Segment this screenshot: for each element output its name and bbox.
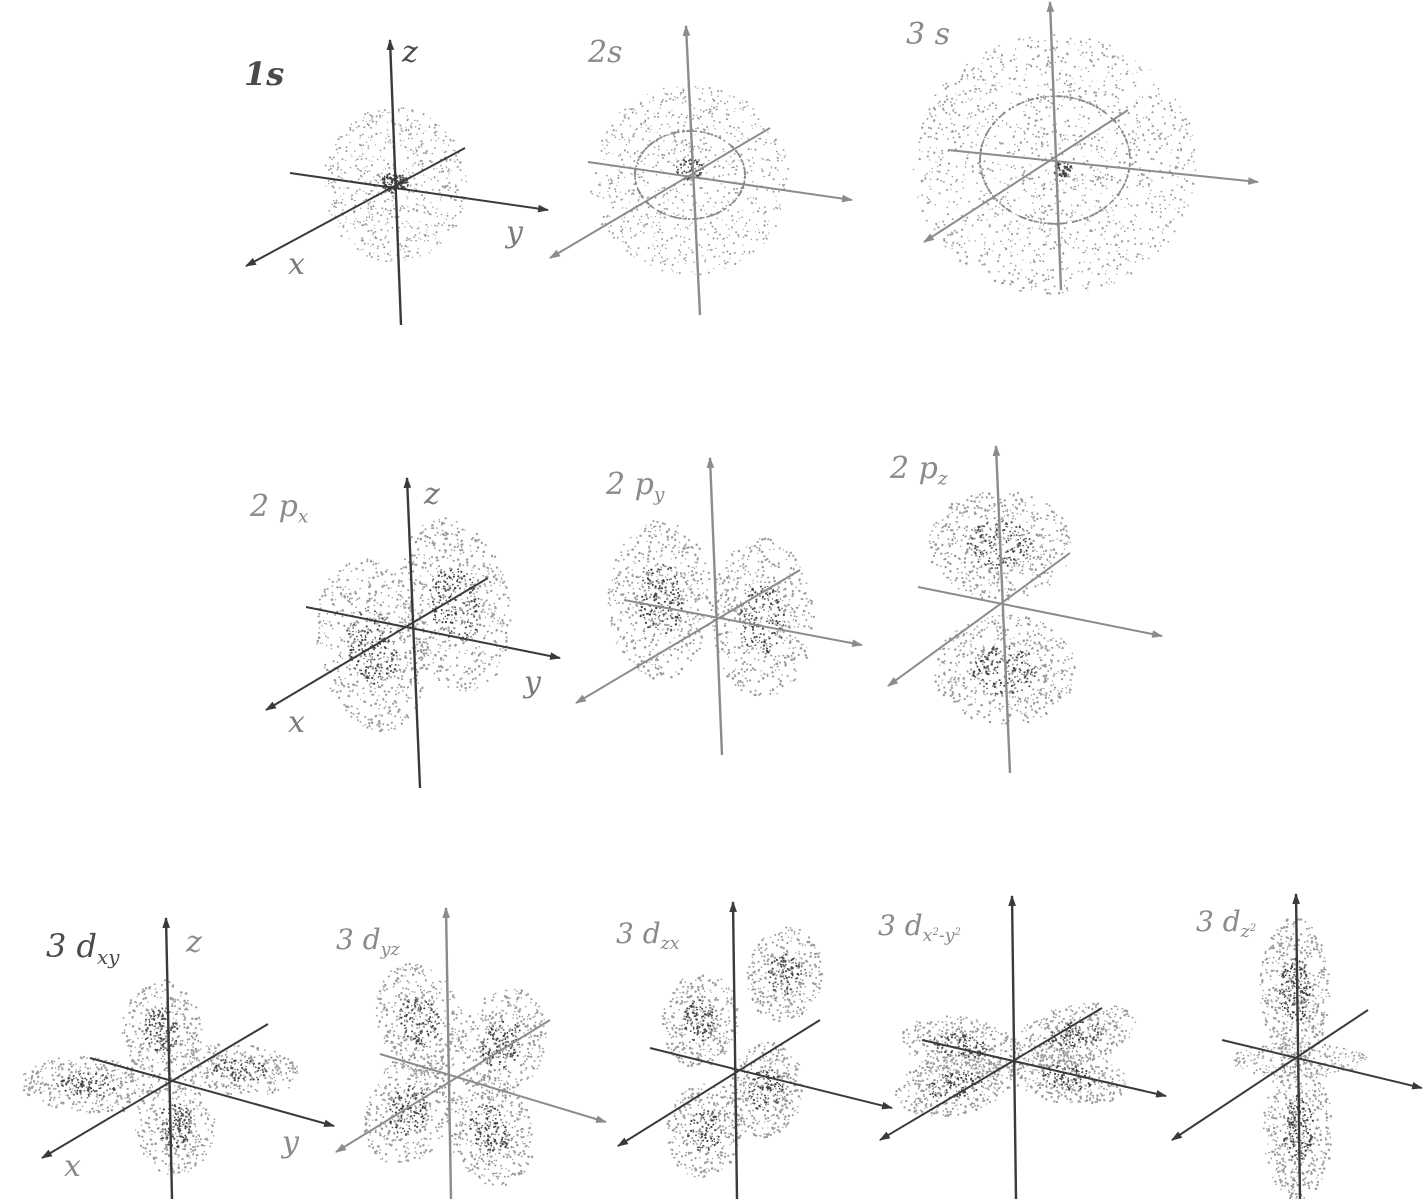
panel-2py bbox=[575, 456, 864, 756]
panel-3dyz bbox=[335, 906, 608, 1199]
panel-3dzx bbox=[617, 900, 894, 1199]
orbital-label-3dxy: 3 dxy bbox=[46, 927, 120, 969]
orbital-label-3s: 3 s bbox=[906, 17, 951, 52]
panel-2s bbox=[549, 24, 854, 316]
panel-1s bbox=[245, 38, 550, 326]
axis-label-1s-y: y bbox=[506, 215, 523, 250]
panel-3dx2y2 bbox=[879, 894, 1168, 1199]
orbital-label-1s: 1s bbox=[244, 55, 285, 93]
panel-2px bbox=[265, 476, 562, 789]
axis-label-2px-z: z bbox=[424, 477, 440, 512]
orbital-label-2py: 2 py bbox=[606, 467, 665, 506]
panel-3dxy bbox=[22, 916, 336, 1199]
orbital-label-3dyz: 3 dyz bbox=[336, 923, 400, 961]
axis-label-2px-x: x bbox=[288, 705, 305, 740]
orbital-label-2px: 2 px bbox=[250, 489, 309, 528]
orbital-label-3dx2y2: 3 dx2-y2 bbox=[878, 909, 961, 947]
axis-label-3dxy-z: z bbox=[186, 925, 202, 960]
orbital-label-2s: 2s bbox=[588, 35, 623, 70]
axis-label-3dxy-y: y bbox=[282, 1125, 299, 1160]
orbital-label-2pz: 2 pz bbox=[890, 451, 948, 490]
panel-2pz bbox=[887, 444, 1164, 774]
orbital-label-3dzx: 3 dzx bbox=[616, 917, 680, 955]
axis-label-3dxy-x: x bbox=[64, 1149, 81, 1184]
axis-label-1s-x: x bbox=[288, 247, 305, 282]
panel-3s bbox=[912, 0, 1260, 295]
orbital-label-3dz2: 3 dz2 bbox=[1196, 905, 1257, 943]
axis-label-1s-z: z bbox=[402, 35, 418, 70]
axis-label-2px-y: y bbox=[524, 665, 541, 700]
panel-3dz2 bbox=[1171, 892, 1422, 1199]
